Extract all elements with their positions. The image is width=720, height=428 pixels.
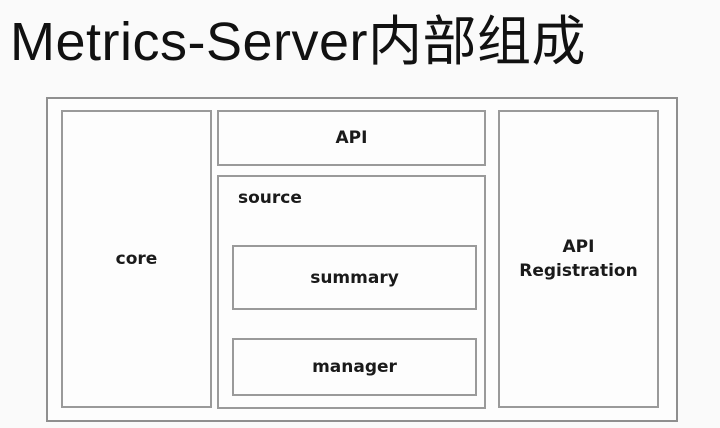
source-label: source [238, 188, 302, 208]
api-label: API [335, 128, 368, 148]
manager-label: manager [312, 357, 397, 377]
api-box: API [217, 110, 486, 166]
api-registration-line2: Registration [519, 261, 638, 281]
api-registration-box: API Registration [498, 110, 659, 408]
summary-box: summary [232, 245, 477, 310]
api-registration-line1: API [562, 237, 595, 257]
summary-label: summary [310, 267, 399, 288]
page-title: Metrics-Server内部组成 [10, 12, 587, 72]
manager-box: manager [232, 338, 477, 396]
core-box: core [61, 110, 212, 408]
core-label: core [115, 249, 158, 269]
api-registration-label: API Registration [500, 235, 657, 283]
